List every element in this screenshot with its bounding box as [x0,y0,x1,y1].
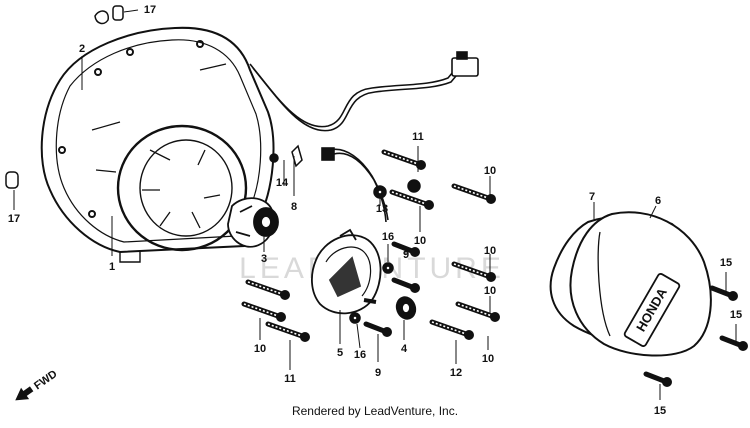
callout-10-d: 10 [484,285,496,297]
callout-13: 13 [376,203,388,215]
pulse-generator [227,197,279,248]
callout-4: 4 [401,343,408,355]
callout-16-b: 16 [354,349,366,361]
callout-15-c: 15 [654,405,666,417]
callout-1: 1 [109,261,115,273]
leader-lines [13,9,737,400]
wire-harness [249,51,479,223]
callout-17-left: 17 [8,213,20,225]
small-parts [269,144,421,324]
callout-10-b: 10 [414,235,426,247]
callout-10-a: 10 [484,165,496,177]
callout-10-f: 10 [254,343,266,355]
callout-10-e: 10 [482,353,494,365]
callout-2: 2 [79,43,85,55]
generator-cover: HONDA [569,211,712,357]
callout-16-a: 16 [382,231,394,243]
callout-11-b: 11 [284,373,296,385]
callout-8: 8 [291,201,297,213]
callout-9-upper: 9 [403,249,409,261]
render-credit: Rendered by LeadVenture, Inc. [291,404,459,418]
callouts: 1 2 3 4 5 6 7 8 9 9 10 10 10 10 10 10 11… [8,4,742,417]
callout-3: 3 [261,253,267,265]
seal-plate [395,296,417,320]
forward-arrow: FWD [15,368,59,401]
callout-14: 14 [276,177,289,189]
callout-9-lower: 9 [375,367,381,379]
callout-17-top: 17 [144,4,156,16]
callout-10-c: 10 [484,245,496,257]
left-crankcase-cover [40,26,275,263]
callout-12: 12 [450,367,462,379]
grommet-left [5,171,19,189]
callout-15-a: 15 [720,257,732,269]
callout-5: 5 [337,347,343,359]
grommet-top [94,5,124,25]
callout-11-a: 11 [412,131,424,143]
callout-15-b: 15 [730,309,742,321]
stator [311,228,382,315]
callout-6: 6 [655,195,661,207]
fwd-label: FWD [32,368,59,392]
callout-7: 7 [589,191,595,203]
